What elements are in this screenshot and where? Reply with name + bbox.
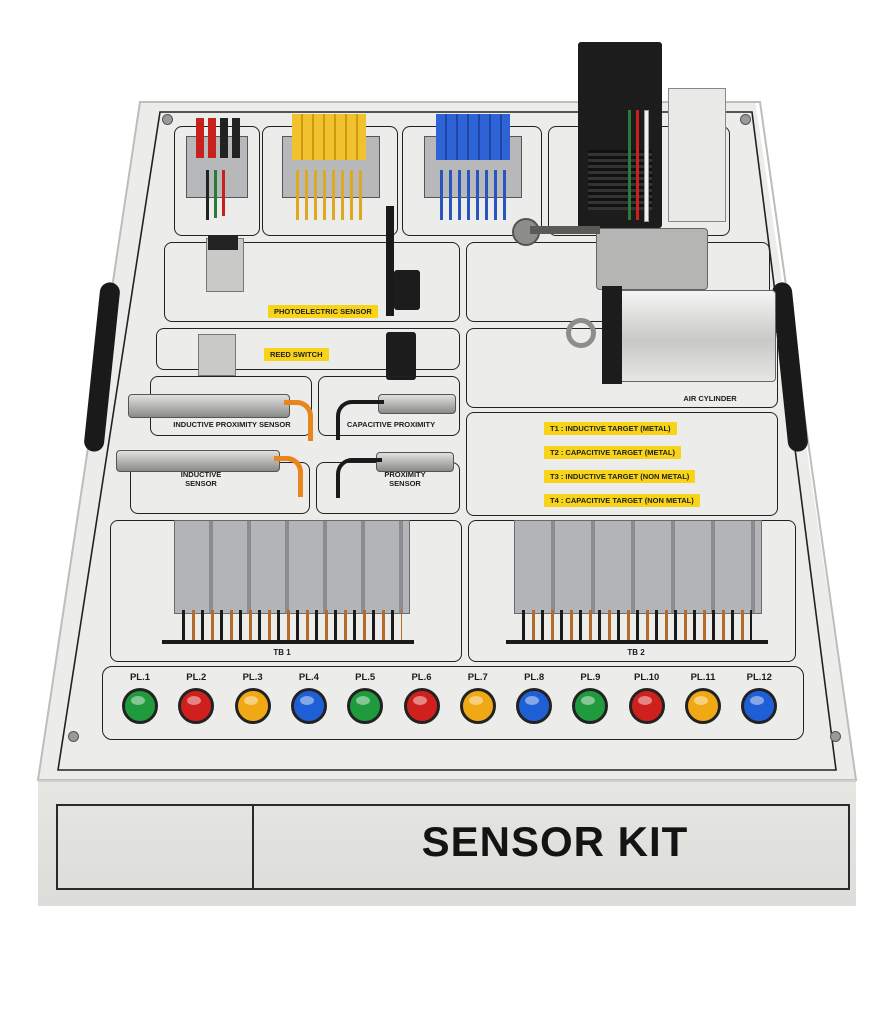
inductive-proximity-sensor <box>128 394 290 418</box>
reed-switch <box>198 334 236 376</box>
sensor-cable <box>336 458 382 498</box>
terminal-block-tb1 <box>174 520 410 614</box>
pilot-lamp-label: PL.5 <box>355 672 376 683</box>
front-panel <box>38 780 856 906</box>
sensor-cable <box>274 456 303 497</box>
target-label-3: T3 : INDUCTIVE TARGET (NON METAL) <box>544 470 696 483</box>
black-terminal <box>232 118 240 158</box>
tb1-wires <box>182 610 402 644</box>
limit-switch <box>596 228 708 290</box>
pilot-lamp-label: PL.4 <box>298 672 319 683</box>
proximity-sensor <box>376 452 454 472</box>
cylinder-rod-eye <box>566 318 596 348</box>
target-label-2: T2 : CAPACITIVE TARGET (METAL) <box>544 446 681 459</box>
pilot-lamp-label: PL.6 <box>411 672 432 683</box>
front-right-panel <box>248 804 850 890</box>
zone-reed-switch <box>156 328 460 370</box>
photoelectric-head <box>208 236 238 250</box>
screw-icon <box>740 114 751 125</box>
target-label-4: T4 : CAPACITIVE TARGET (NON METAL) <box>544 494 700 507</box>
red-terminal <box>208 118 216 158</box>
pilot-lamp-label: PL.10 <box>634 672 660 683</box>
black-terminal <box>220 118 228 158</box>
pilot-lamp <box>290 688 327 724</box>
wire <box>628 110 631 220</box>
zone-targets <box>466 412 778 516</box>
tb2-label: TB 2 <box>627 648 645 657</box>
pilot-lamp-label: PL.3 <box>242 672 263 683</box>
pilot-lamp-label: PL.12 <box>746 672 772 683</box>
screw-icon <box>830 731 841 742</box>
red-terminal <box>196 118 204 158</box>
pilot-lamp <box>403 688 440 724</box>
blue-terminals <box>436 114 510 160</box>
power-supply-vent <box>588 150 652 210</box>
proximity-sensor-label: PROXIMITY SENSOR <box>384 470 426 488</box>
lever-arm <box>530 226 600 234</box>
pilot-lamp-label: PL.9 <box>580 672 601 683</box>
air-cylinder <box>612 290 776 382</box>
terminal-block-tb2 <box>514 520 762 614</box>
tb1-din-rail <box>162 640 414 644</box>
zone-photoelectric <box>164 242 460 322</box>
inductive-sensor-label: INDUCTIVE SENSOR <box>180 470 222 488</box>
pilot-lamp-label: PL.1 <box>129 672 151 683</box>
pilot-lamp <box>122 688 158 724</box>
sensor-mount-bracket <box>386 206 394 316</box>
zone-power-terminals <box>174 126 260 236</box>
wire <box>636 110 639 220</box>
pilot-lamp <box>347 688 384 724</box>
pilot-lamp <box>741 688 778 724</box>
pilot-lamp <box>178 688 215 724</box>
cylinder-end-cap <box>602 286 622 384</box>
pilot-lamp-label: PL.8 <box>524 672 545 683</box>
photoelectric-receiver <box>394 270 420 310</box>
pilot-lamp <box>516 688 553 724</box>
pilot-lamp <box>685 688 721 724</box>
tb2-wires <box>522 610 752 644</box>
pilot-lamp <box>572 688 609 724</box>
sensor-cable <box>284 400 313 441</box>
screw-icon <box>162 114 173 125</box>
screw-icon <box>68 731 79 742</box>
tb2-din-rail <box>506 640 768 644</box>
reed-sensor-head <box>386 332 416 380</box>
wire <box>644 110 649 222</box>
yellow-wires <box>296 170 362 220</box>
pilot-lamp <box>459 688 496 724</box>
pilot-lamp-label: PL.7 <box>467 672 488 683</box>
pilot-lamp-label: PL.2 <box>186 672 207 683</box>
yellow-terminals <box>292 114 366 160</box>
wire <box>222 170 225 216</box>
reed-switch-label: REED SWITCH <box>264 348 329 361</box>
circuit-breaker <box>668 88 726 222</box>
zone-capacitive-prox-top <box>318 376 460 436</box>
pilot-lamp <box>628 688 665 724</box>
sensor-cable <box>336 400 384 440</box>
zone-pilot-lamps <box>102 666 804 740</box>
blue-wires <box>440 170 506 220</box>
inductive-sensor <box>116 450 280 472</box>
target-label-1: T1 : INDUCTIVE TARGET (METAL) <box>544 422 677 435</box>
pilot-lamp <box>234 688 271 724</box>
kit-title: SENSOR KIT <box>421 818 689 865</box>
wire <box>214 170 217 218</box>
capacitive-proximity-sensor <box>378 394 456 414</box>
capacitive-prox-label: CAPACITIVE PROXIMITY <box>346 420 436 429</box>
tb1-label: TB 1 <box>273 648 291 657</box>
pilot-lamp-label: PL.11 <box>690 672 716 683</box>
photoelectric-label: PHOTOELECTRIC SENSOR <box>268 305 378 318</box>
wire <box>206 170 209 220</box>
air-cylinder-label: AIR CYLINDER <box>683 394 737 403</box>
front-left-panel <box>56 804 254 890</box>
inductive-prox-label: INDUCTIVE PROXIMITY SENSOR <box>173 420 291 429</box>
